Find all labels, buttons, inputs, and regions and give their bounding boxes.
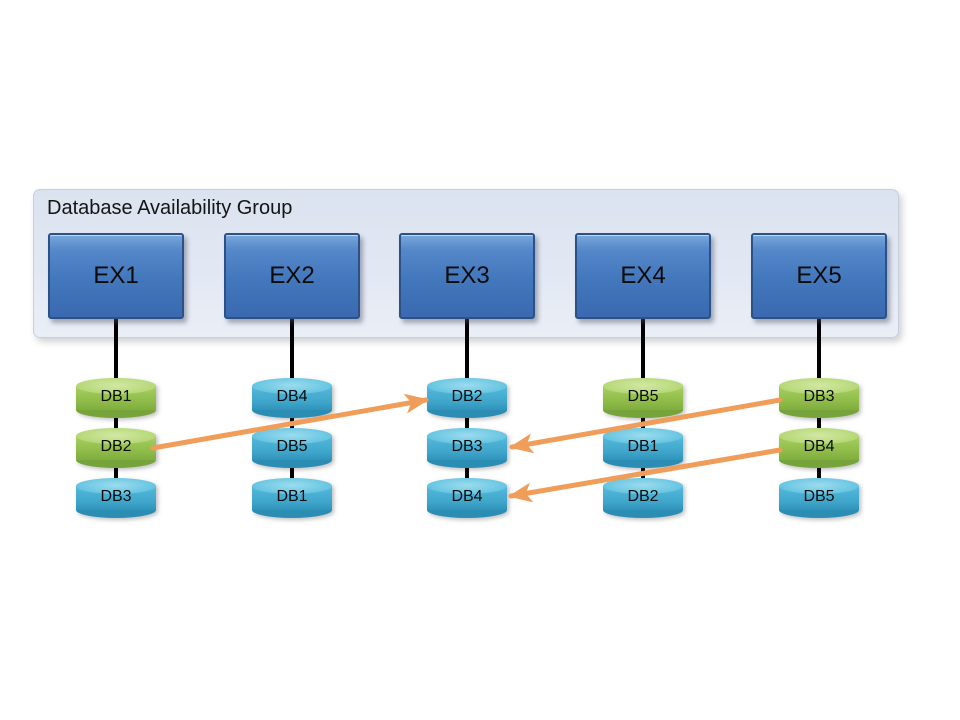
cylinder-top <box>76 378 156 394</box>
cylinder-top <box>252 378 332 394</box>
server-box-ex5: EX5 <box>751 233 887 319</box>
cylinder-top <box>76 478 156 494</box>
db-cylinder-ex4-3: DB2 <box>603 478 683 518</box>
server-box-ex2: EX2 <box>224 233 360 319</box>
db-cylinder-ex4-1: DB5 <box>603 378 683 418</box>
db-cylinder-ex5-2: DB4 <box>779 428 859 468</box>
server-column-ex2: EX2 DB4 DB5 DB1 <box>224 233 360 523</box>
db-label: DB2 <box>451 388 483 405</box>
db-label: DB4 <box>451 488 483 505</box>
server-column-ex5: EX5 DB3 DB4 DB5 <box>751 233 887 523</box>
db-cylinder-ex4-2: DB1 <box>603 428 683 468</box>
server-column-ex4: EX4 DB5 DB1 DB2 <box>575 233 711 523</box>
db-stack-ex1: DB1 DB2 DB3 <box>76 378 156 528</box>
db-label: DB1 <box>276 488 308 505</box>
db-label: DB4 <box>803 438 835 455</box>
db-cylinder-ex2-2: DB5 <box>252 428 332 468</box>
db-cylinder-ex3-1: DB2 <box>427 378 507 418</box>
cylinder-top <box>427 428 507 444</box>
db-cylinder-ex3-3: DB4 <box>427 478 507 518</box>
db-label: DB1 <box>100 388 132 405</box>
db-cylinder-ex1-3: DB3 <box>76 478 156 518</box>
dag-title: Database Availability Group <box>47 197 293 219</box>
cylinder-top <box>76 428 156 444</box>
db-cylinder-ex1-2: DB2 <box>76 428 156 468</box>
db-cylinder-ex1-1: DB1 <box>76 378 156 418</box>
db-label: DB2 <box>100 438 132 455</box>
server-label: EX3 <box>444 262 490 289</box>
db-cylinder-ex5-1: DB3 <box>779 378 859 418</box>
db-label: DB5 <box>803 488 835 505</box>
db-stack-ex4: DB5 DB1 DB2 <box>603 378 683 528</box>
server-box-ex1: EX1 <box>48 233 184 319</box>
db-label: DB4 <box>276 388 308 405</box>
cylinder-top <box>779 428 859 444</box>
db-stack-ex3: DB2 DB3 DB4 <box>427 378 507 528</box>
db-label: DB5 <box>627 388 659 405</box>
db-stack-ex5: DB3 DB4 DB5 <box>779 378 859 528</box>
db-label: DB3 <box>451 438 483 455</box>
server-box-ex4: EX4 <box>575 233 711 319</box>
db-label: DB3 <box>100 488 132 505</box>
db-cylinder-ex2-3: DB1 <box>252 478 332 518</box>
db-stack-ex2: DB4 DB5 DB1 <box>252 378 332 528</box>
db-label: DB2 <box>627 488 659 505</box>
server-box-ex3: EX3 <box>399 233 535 319</box>
cylinder-top <box>603 378 683 394</box>
server-label: EX5 <box>796 262 842 289</box>
cylinder-top <box>779 378 859 394</box>
server-label: EX2 <box>269 262 315 289</box>
db-label: DB1 <box>627 438 659 455</box>
cylinder-top <box>252 478 332 494</box>
db-label: DB5 <box>276 438 308 455</box>
server-label: EX4 <box>620 262 666 289</box>
db-label: DB3 <box>803 388 835 405</box>
server-label: EX1 <box>93 262 139 289</box>
db-cylinder-ex5-3: DB5 <box>779 478 859 518</box>
db-cylinder-ex2-1: DB4 <box>252 378 332 418</box>
cylinder-top <box>779 478 859 494</box>
server-column-ex1: EX1 DB1 DB2 DB3 <box>48 233 184 523</box>
server-column-ex3: EX3 DB2 DB3 DB4 <box>399 233 535 523</box>
db-cylinder-ex3-2: DB3 <box>427 428 507 468</box>
cylinder-top <box>427 478 507 494</box>
cylinder-top <box>427 378 507 394</box>
